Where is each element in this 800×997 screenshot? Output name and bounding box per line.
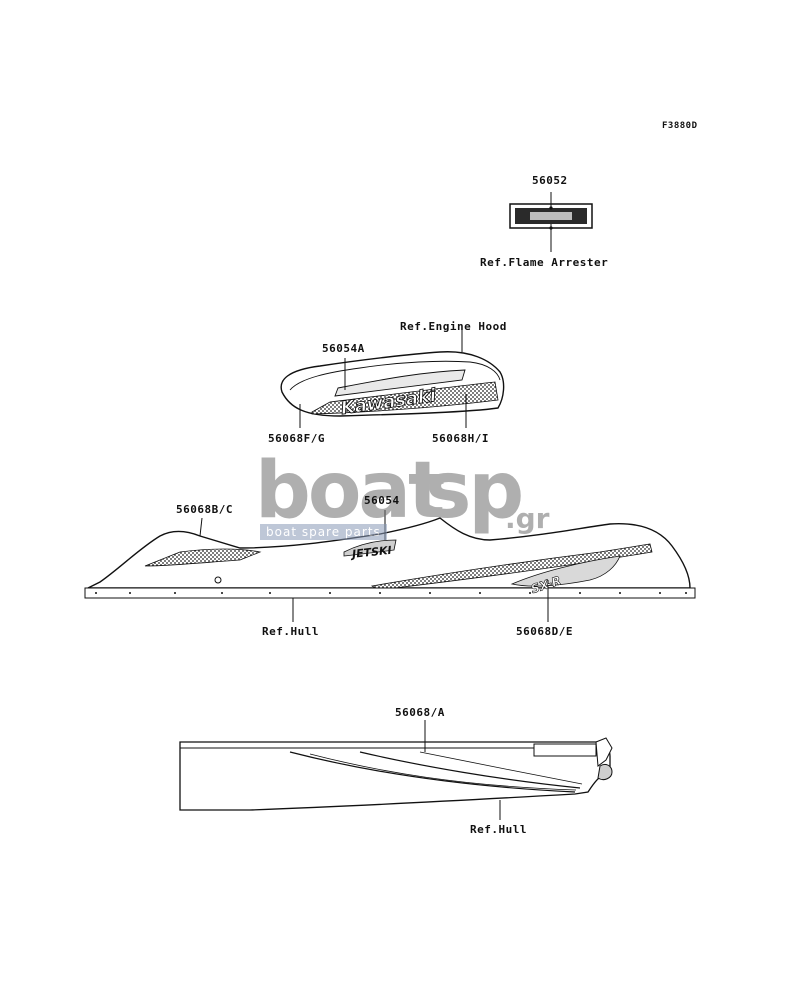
hull-side [84, 510, 696, 622]
watermark-text-a: boat [255, 446, 445, 536]
watermark: boat sp .gr boat spare parts [255, 446, 550, 552]
hull-brand-decal: JETSKI [349, 544, 392, 561]
part-label-56068hi: 56068H/I [432, 432, 489, 445]
part-label-56068a: 56068/A [395, 706, 445, 719]
diagram-code: F3880D [662, 121, 698, 131]
part-label-56054: 56054 [364, 494, 400, 507]
ref-hull-side: Ref.Hull [262, 625, 319, 638]
hull-bottom [179, 720, 613, 820]
part-label-56054a: 56054A [322, 342, 365, 355]
ref-flame-arrester: Ref.Flame Arrester [480, 256, 609, 269]
watermark-text-b: sp [425, 446, 524, 536]
part-label-56068bc: 56068B/C [176, 503, 233, 516]
flame-arrester-decal [509, 192, 593, 252]
part-label-56052: 56052 [532, 174, 568, 187]
part-label-56068de: 56068D/E [516, 625, 573, 638]
ref-hull-bottom: Ref.Hull [470, 823, 527, 836]
part-label-56068fg: 56068F/G [268, 432, 325, 445]
watermark-tagline: boat spare parts [260, 524, 387, 540]
watermark-suffix: .gr [505, 502, 550, 535]
ref-engine-hood: Ref.Engine Hood [400, 320, 507, 333]
engine-hood [280, 330, 505, 428]
